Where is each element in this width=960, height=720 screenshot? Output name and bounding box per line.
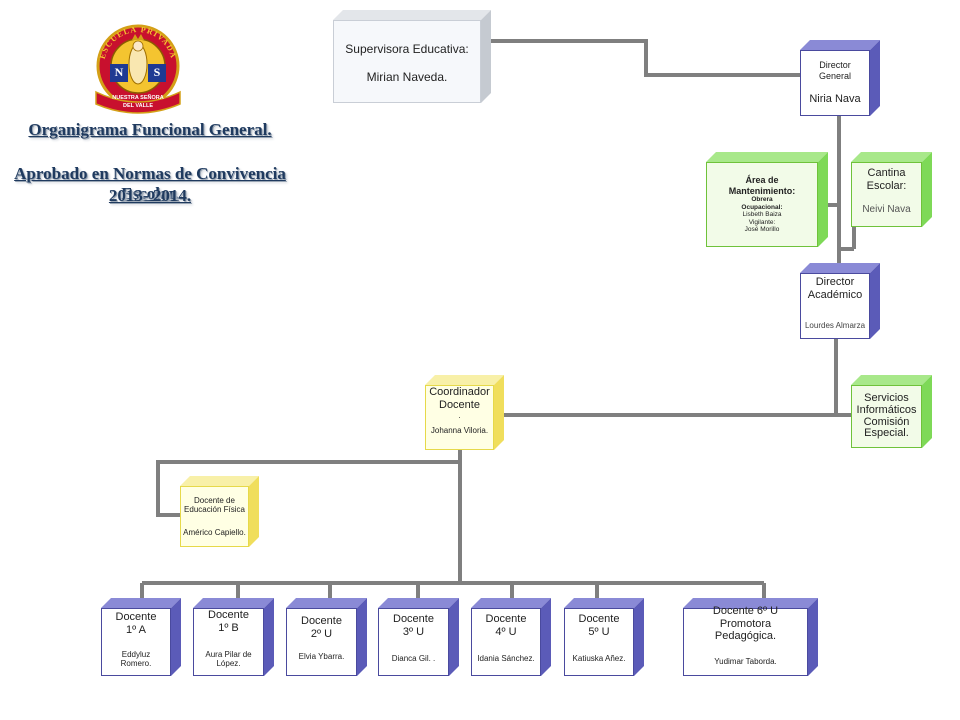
node-cantina-name: Neivi Nava xyxy=(862,204,911,216)
node-educacion-fisica-name: Américo Capiello. xyxy=(183,528,246,538)
logo-bottom-text-2: DEL VALLE xyxy=(122,103,154,109)
node-mantenimiento-sub2: Lisbeth Baiza Vigilante: José Morillo xyxy=(742,211,782,234)
node-docente-1a-label: Docente 1º A xyxy=(115,611,157,636)
node-coordinador-dot: . xyxy=(458,411,461,421)
node-docente-6u: Docente 6º U Promotora Pedagógica. Yudim… xyxy=(683,605,808,676)
logo-top-text-arc: ESCUELA PRIVADA xyxy=(98,25,178,60)
school-logo: ESCUELA PRIVADA N S NUESTRA SEÑORA DEL V… xyxy=(88,12,188,118)
chart-title-line1: Organigrama Funcional General. xyxy=(28,120,272,139)
chart-title-line2: Aprobado en Normas de Convivencia Escola… xyxy=(14,164,286,203)
node-docente-5u-name: Katiuska Añez. xyxy=(572,654,626,664)
node-docente-6u-name: Yudimar Taborda. xyxy=(714,656,777,666)
node-docente-4u-label: Docente 4º U xyxy=(485,613,527,638)
node-mantenimiento-label: Área de Mantenimiento: xyxy=(728,175,796,196)
node-cantina-label: Cantina Escolar: xyxy=(866,167,907,192)
node-mantenimiento-sub1: Obrera Ocupacional: xyxy=(741,196,783,211)
node-coordinador-label: Coordinador Docente xyxy=(429,386,490,411)
node-docente-2u-name: Elvia Ybarra. xyxy=(298,652,345,662)
node-docente-5u: Docente 5º U Katiuska Añez. xyxy=(564,608,634,676)
logo-top-text: ESCUELA PRIVADA xyxy=(98,25,177,60)
node-coordinador-docente: Coordinador Docente . Johanna Viloria. xyxy=(425,385,494,450)
logo-initial-left: N xyxy=(114,65,124,79)
node-cantina-escolar: Cantina Escolar: Neivi Nava xyxy=(851,162,922,227)
node-director-general-label: Director General xyxy=(818,60,852,81)
logo-initial-right: S xyxy=(153,65,161,79)
node-docente-1b-name: Aura Pilar de López. xyxy=(205,650,252,669)
node-docente-1a: Docente 1º A Eddyluz Romero. xyxy=(101,608,171,676)
node-director-academico-label: Director Académico xyxy=(807,276,863,301)
node-docente-2u-label: Docente 2º U xyxy=(301,615,342,640)
node-area-mantenimiento: Área de Mantenimiento: Obrera Ocupaciona… xyxy=(706,162,818,247)
node-servicios-label: Servicios Informáticos Comisión Especial… xyxy=(856,392,917,440)
node-docente-3u-name: Dianca Gil. . xyxy=(391,654,436,664)
node-docente-2u: Docente 2º U Elvia Ybarra. xyxy=(286,608,357,676)
node-director-general-name: Niria Nava xyxy=(809,93,861,106)
node-docente-6u-label: Docente 6º U Promotora Pedagógica. xyxy=(712,605,779,643)
node-coordinador-name: Johanna Viloria. xyxy=(430,426,489,436)
node-docente-1b: Docente 1º B Aura Pilar de López. xyxy=(193,608,264,676)
node-director-general: Director General Niria Nava xyxy=(800,50,870,116)
node-supervisora-name: Mirian Naveda. xyxy=(366,69,448,84)
svg-text:ESCUELA PRIVADA: ESCUELA PRIVADA xyxy=(98,25,178,60)
node-docente-4u-name: Idania Sánchez. xyxy=(477,654,535,664)
node-director-academico-name: Lourdes Almarza xyxy=(804,321,866,331)
node-docente-5u-label: Docente 5º U xyxy=(578,613,620,638)
node-supervisora-label: Supervisora Educativa: xyxy=(345,41,469,56)
node-director-academico: Director Académico Lourdes Almarza xyxy=(800,273,870,339)
node-docente-4u: Docente 4º U Idania Sánchez. xyxy=(471,608,541,676)
node-docente-1a-name: Eddyluz Romero. xyxy=(120,650,152,669)
node-docente-3u: Docente 3º U Dianca Gil. . xyxy=(378,608,449,676)
node-servicios-informaticos: Servicios Informáticos Comisión Especial… xyxy=(851,385,922,448)
node-docente-3u-label: Docente 3º U xyxy=(393,613,434,638)
node-supervisora: Supervisora Educativa: Mirian Naveda. xyxy=(333,20,481,103)
logo-bottom-text-1: NUESTRA SEÑORA xyxy=(112,95,164,101)
logo-emblem-graphic xyxy=(95,24,181,114)
node-docente-educacion-fisica: Docente de Educación Física Américo Capi… xyxy=(180,486,249,547)
chart-title-line3: 2013- 2014. xyxy=(108,186,192,205)
node-docente-1b-label: Docente 1º B xyxy=(208,609,249,634)
node-educacion-fisica-label: Docente de Educación Física xyxy=(184,495,245,514)
